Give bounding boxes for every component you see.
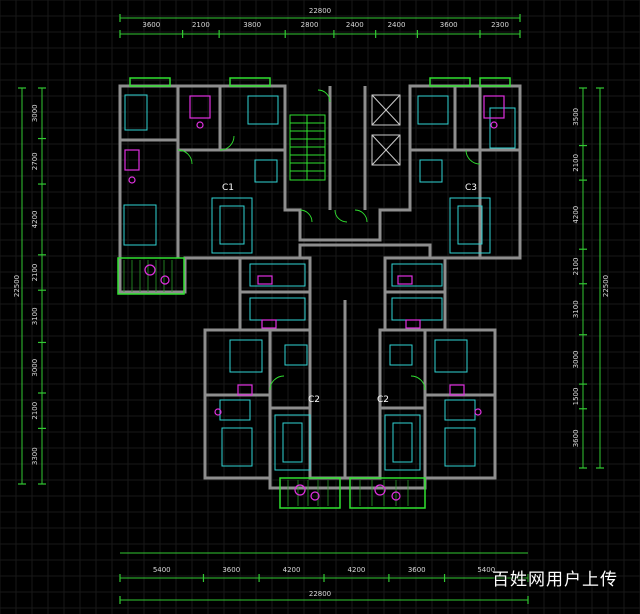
sanitary-fixtures [124, 95, 505, 501]
dimension-segment-label: 3500 [572, 108, 580, 126]
left-total-dimension: 22500 [13, 275, 21, 297]
dimension-segment-label: 3300 [31, 447, 39, 465]
dimension-segment-label: 2700 [31, 152, 39, 170]
dimension-segment-label: 3000 [31, 359, 39, 377]
dimension-lines [21, 17, 601, 601]
dimension-segment-label: 4200 [283, 566, 301, 574]
dimension-segment-label: 2400 [346, 21, 364, 29]
balcony-hatch [123, 260, 409, 506]
top-total-dimension: 22800 [309, 7, 331, 15]
bottom-total-dimension: 22800 [309, 590, 331, 598]
dimension-segment-label: 2400 [388, 21, 406, 29]
dimension-segment-label: 2800 [301, 21, 319, 29]
dimension-segment-label: 3600 [572, 429, 580, 447]
dimension-segment-label: 3100 [31, 307, 39, 325]
dimension-segment-label: 4200 [31, 211, 39, 229]
dimension-segment-label: 4200 [572, 206, 580, 224]
dimension-segment-label: 3600 [440, 21, 458, 29]
dimension-segment-label: 3000 [572, 351, 580, 369]
dimension-segment-label: 2100 [31, 264, 39, 282]
unit-label-c3: C3 [465, 183, 477, 193]
dimension-segment-label: 3800 [243, 21, 261, 29]
right-total-dimension: 22500 [602, 275, 610, 297]
dimension-segment-label: 3600 [222, 566, 240, 574]
door-swings [177, 89, 481, 391]
dimension-segment-label: 5400 [153, 566, 171, 574]
unit-label-c2-left: C2 [308, 395, 320, 405]
dimension-segment-label: 1500 [572, 388, 580, 406]
dimension-segment-label: 4200 [348, 566, 366, 574]
dimension-segment-label: 2100 [31, 402, 39, 420]
dimension-segment-label: 2300 [491, 21, 509, 29]
unit-label-c2-right: C2 [377, 395, 389, 405]
dimension-segment-label: 3600 [408, 566, 426, 574]
watermark-text: 百姓网用户上传 [492, 570, 618, 590]
dimension-segment-label: 3000 [31, 104, 39, 122]
dimension-segment-label: 5400 [477, 566, 495, 574]
stair [289, 114, 326, 181]
dimension-segment-label: 2100 [572, 258, 580, 276]
dimension-segment-label: 3100 [572, 300, 580, 318]
dimension-segment-label: 2100 [192, 21, 210, 29]
dimension-segment-label: 3600 [142, 21, 160, 29]
dimension-segment-labels: 3600 2100 3800 2800 2400 2400 3600 2300 5400 3600… [31, 21, 580, 574]
dimension-segment-label: 2100 [572, 154, 580, 172]
unit-label-c1: C1 [222, 183, 234, 193]
balconies [117, 77, 511, 509]
dimension-ticks [18, 14, 604, 604]
elevator-shafts [371, 94, 401, 166]
furniture [123, 94, 516, 471]
